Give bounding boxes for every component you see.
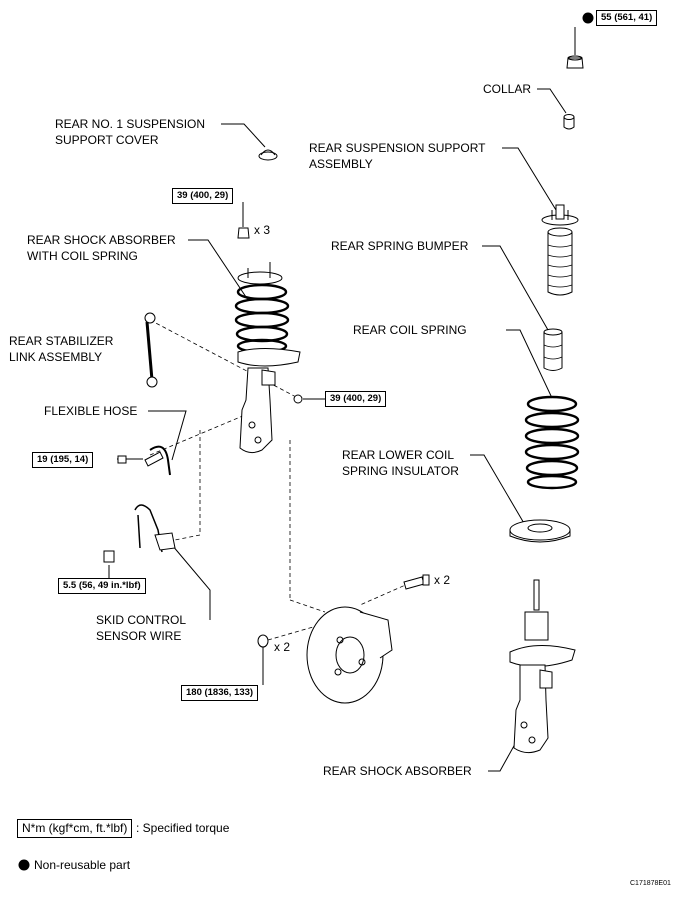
quantity-lower-nuts: x 2 [274, 640, 291, 654]
label-skid-sensor-1: SKID CONTROL [96, 613, 187, 627]
label-suspension-support-2: ASSEMBLY [309, 157, 373, 171]
leader-lines [108, 27, 576, 772]
label-collar: COLLAR [483, 82, 532, 96]
nut-part [566, 55, 584, 69]
label-suspension-cover-2: SUPPORT COVER [55, 133, 159, 147]
link-nut-part [293, 394, 303, 404]
torque-box-collar-nut: 55 (561, 41) [596, 10, 658, 26]
label-suspension-cover-1: REAR NO. 1 SUSPENSION [55, 117, 206, 131]
knuckle-part [306, 606, 393, 704]
label-absorber-coil-1: REAR SHOCK ABSORBER [27, 233, 176, 247]
quantity-nuts: x 3 [254, 223, 271, 237]
support-assembly-part [541, 204, 579, 296]
sensor-bolt-part [103, 550, 115, 563]
label-insulator-1: REAR LOWER COIL [342, 448, 455, 462]
label-absorber-coil-2: WITH COIL SPRING [27, 249, 138, 263]
hose-bolt-part [117, 455, 127, 464]
support-cover-part [258, 149, 278, 161]
nut-x3-part [237, 227, 250, 239]
label-stabilizer-1: REAR STABILIZER [9, 334, 114, 348]
quantity-bolts: x 2 [434, 573, 451, 587]
label-skid-sensor-2: SENSOR WIRE [96, 629, 182, 643]
figure-code: C171878E01 [630, 880, 671, 887]
sensor-wire-part [134, 504, 176, 553]
coil-spring-part [524, 395, 580, 490]
flexible-hose-part [144, 445, 171, 476]
insulator-part [509, 519, 571, 543]
label-stabilizer-2: LINK ASSEMBLY [9, 350, 103, 364]
stabilizer-link-part [144, 312, 158, 388]
legend-nonreusable-text: Non-reusable part [34, 858, 131, 872]
torque-box-link-nut: 39 (400, 29) [325, 391, 387, 407]
lower-nuts-part [257, 634, 269, 648]
label-shock-absorber: REAR SHOCK ABSORBER [323, 764, 472, 778]
label-insulator-2: SPRING INSULATOR [342, 464, 459, 478]
label-suspension-support-1: REAR SUSPENSION SUPPORT [309, 141, 486, 155]
legend-dot-icon [18, 859, 30, 871]
shock-with-spring-part [234, 262, 301, 454]
spring-bumper-part [543, 328, 563, 371]
label-spring-bumper: REAR SPRING BUMPER [331, 239, 469, 253]
nonreusable-dot-icon [582, 12, 594, 24]
torque-box-hose-bolt: 19 (195, 14) [32, 452, 94, 468]
bolts-x2-part [403, 574, 430, 590]
torque-box-sensor-bolt: 5.5 (56, 49 in.*lbf) [58, 578, 146, 594]
label-flexible-hose: FLEXIBLE HOSE [44, 404, 138, 418]
legend-torque-text: : Specified torque [136, 821, 230, 835]
torque-box-lower-nut: 180 (1836, 133) [181, 685, 259, 701]
torque-box-support-nut: 39 (400, 29) [172, 188, 234, 204]
collar-part [563, 114, 575, 130]
legend-torque-box: N*m (kgf*cm, ft.*lbf) [17, 819, 133, 838]
alignment-lines [149, 319, 411, 641]
shock-absorber-part [509, 579, 576, 754]
label-coil-spring: REAR COIL SPRING [353, 323, 467, 337]
